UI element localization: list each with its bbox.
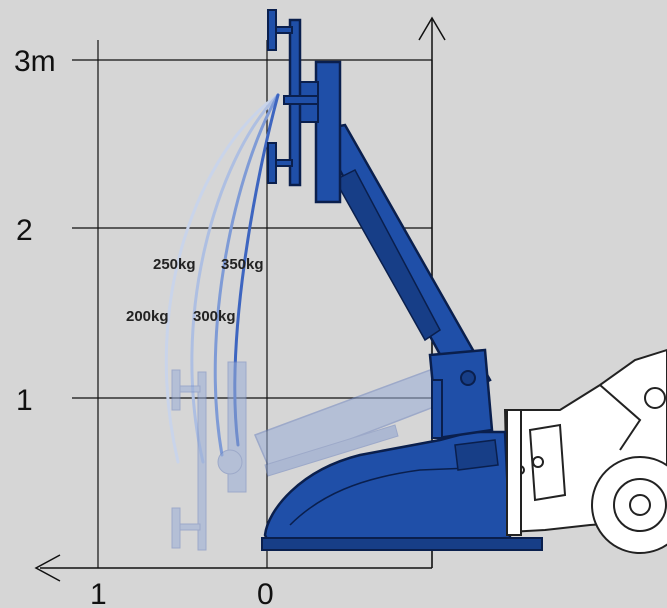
boom-lower-piston (431, 379, 443, 439)
ghost-frame (197, 371, 207, 551)
base-panel (454, 439, 499, 471)
curve-250kg (190, 93, 280, 464)
curve-200kg (164, 93, 280, 464)
ghost-cylinder (264, 424, 399, 477)
ghost-suction-cup-bottom (171, 507, 201, 549)
ghost-suction-cup-top (171, 369, 201, 411)
vertical-arrow-head (418, 16, 446, 41)
vehicle (503, 348, 667, 554)
ghost-pivot (217, 449, 243, 475)
suction-cup-top (267, 9, 293, 51)
x-label-1: 1 (90, 578, 107, 608)
base-mount (506, 409, 522, 536)
base-shell (263, 430, 512, 547)
suction-cup-bottom (267, 142, 293, 184)
lowered-arm-ghost (171, 361, 456, 551)
boom-pivot (460, 370, 476, 386)
vehicle-hub-light (644, 387, 666, 409)
base-skid (261, 537, 543, 551)
load-label-350kg: 350kg (221, 256, 264, 273)
x-label-0: 0 (257, 578, 274, 608)
load-label-300kg: 300kg (193, 308, 236, 325)
machine-base (261, 409, 543, 551)
y-label-1: 1 (16, 384, 33, 417)
raised-boom (267, 9, 494, 440)
load-label-200kg: 200kg (126, 308, 169, 325)
curve-300kg (213, 93, 280, 457)
vehicle-lever (599, 384, 642, 451)
boom-cylinder (333, 169, 441, 342)
base-highlight (289, 467, 471, 526)
load-curves (164, 93, 280, 464)
vehicle-wheel-center (629, 494, 651, 516)
vehicle-frame-detail (528, 423, 567, 502)
boom-head-plate (314, 60, 342, 204)
gripper-arm (283, 95, 319, 105)
load-label-250kg: 250kg (153, 256, 196, 273)
y-label-3m: 3m (14, 45, 56, 78)
vehicle-pin (532, 456, 544, 468)
y-label-2: 2 (16, 214, 33, 247)
horizontal-arrow-head (34, 554, 61, 582)
